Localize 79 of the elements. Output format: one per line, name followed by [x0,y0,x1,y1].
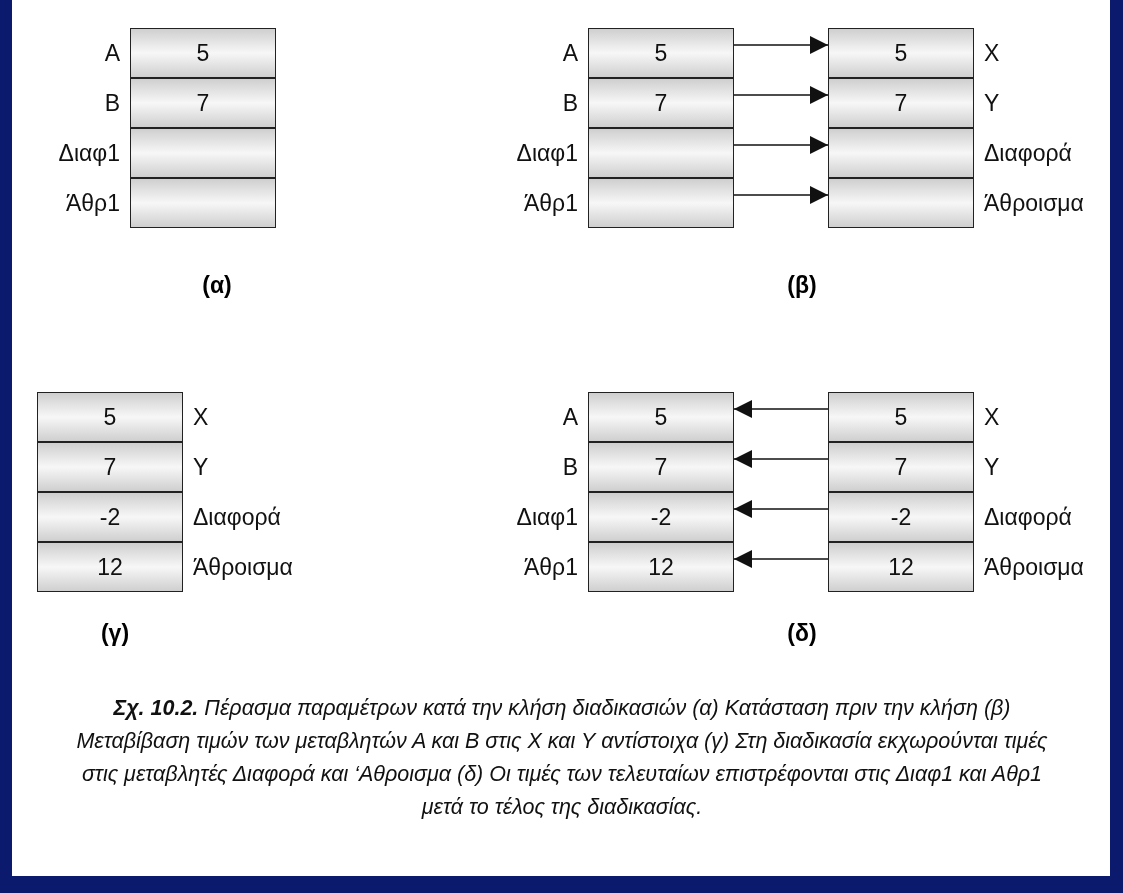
cell-value: 5 [894,39,908,67]
variable-name: Y [984,89,1000,118]
arrow [733,36,829,54]
variable-name: A [562,403,578,432]
arrow [733,136,829,154]
cell-value: 12 [97,553,123,581]
memory-cell [588,442,734,492]
memory-cell [588,492,734,542]
arrow [733,450,829,468]
variable-name: B [104,89,120,118]
panel-label: (γ) [100,620,130,647]
memory-cell [130,78,276,128]
cell-value: 7 [103,453,117,481]
arrow [733,400,829,418]
memory-cell [828,492,974,542]
variable-name: Διαφ1 [516,503,578,532]
variable-name: B [562,453,578,482]
variable-name: Άθρ1 [523,189,578,218]
memory-cell [828,392,974,442]
arrow [733,500,829,518]
variable-name: Διαφορά [984,503,1072,532]
variable-name: Άθρ1 [65,189,120,218]
memory-cell [130,128,276,178]
variable-name: Y [984,453,1000,482]
cell-value: 7 [654,89,668,117]
variable-name: Διαφ1 [58,139,120,168]
variable-name: Διαφορά [984,139,1072,168]
memory-cell [828,78,974,128]
variable-name: Άθροισμα [984,189,1084,218]
memory-cell [828,542,974,592]
memory-cell [828,442,974,492]
panel-label: (α) [202,272,232,299]
memory-cell [588,28,734,78]
panel-label: (β) [787,272,817,299]
arrow [733,186,829,204]
cell-value: 5 [894,403,908,431]
cell-value: 7 [196,89,210,117]
figure-caption: Σχ. 10.2. Πέρασμα παραμέτρων κατά την κλήση διαδικασιών (α) Κατάσταση πριν την κλήση (β) Μεταβίβαση τιμών των μεταβλητών Α και Β στις Χ και Υ αντίστοιχα (γ) Στη διαδικασία εκχωρούνται τιμές στις μεταβλητές Διαφορά και ‘Αθροισμα (δ) Οι τιμές των τελευταίων επιστρέφονται στις Διαφ1 και Αθρ1 μετά το τέλος της διαδικασίας. [75,695,1049,821]
cell-value: 7 [894,89,908,117]
cell-value: 5 [103,403,117,431]
memory-cell [828,128,974,178]
variable-name: Άθροισμα [984,553,1084,582]
cell-value: -2 [650,503,672,531]
variable-name: A [104,39,120,68]
cell-value: 5 [654,403,668,431]
memory-cell [37,542,183,592]
variable-name: A [562,39,578,68]
cell-value: -2 [99,503,121,531]
memory-cell [37,442,183,492]
cell-value: 7 [894,453,908,481]
variable-name: Διαφορά [193,503,281,532]
cell-value: 12 [648,553,674,581]
memory-cell [37,492,183,542]
panel-label: (δ) [787,620,817,647]
cell-value: 5 [196,39,210,67]
arrow [733,86,829,104]
variable-name: Διαφ1 [516,139,578,168]
memory-cell [588,542,734,592]
variable-name: X [984,403,1000,432]
memory-cell [828,178,974,228]
cell-value: 12 [888,553,914,581]
variable-name: X [193,403,209,432]
variable-name: X [984,39,1000,68]
variable-name: Άθρ1 [523,553,578,582]
memory-cell [828,28,974,78]
cell-value: -2 [890,503,912,531]
memory-cell [588,178,734,228]
memory-cell [588,78,734,128]
memory-cell [130,178,276,228]
variable-name: Άθροισμα [193,553,293,582]
memory-cell [130,28,276,78]
memory-cell [588,392,734,442]
arrow [733,550,829,568]
memory-cell [37,392,183,442]
cell-value: 5 [654,39,668,67]
cell-value: 7 [654,453,668,481]
memory-cell [588,128,734,178]
variable-name: Y [193,453,209,482]
variable-name: B [562,89,578,118]
